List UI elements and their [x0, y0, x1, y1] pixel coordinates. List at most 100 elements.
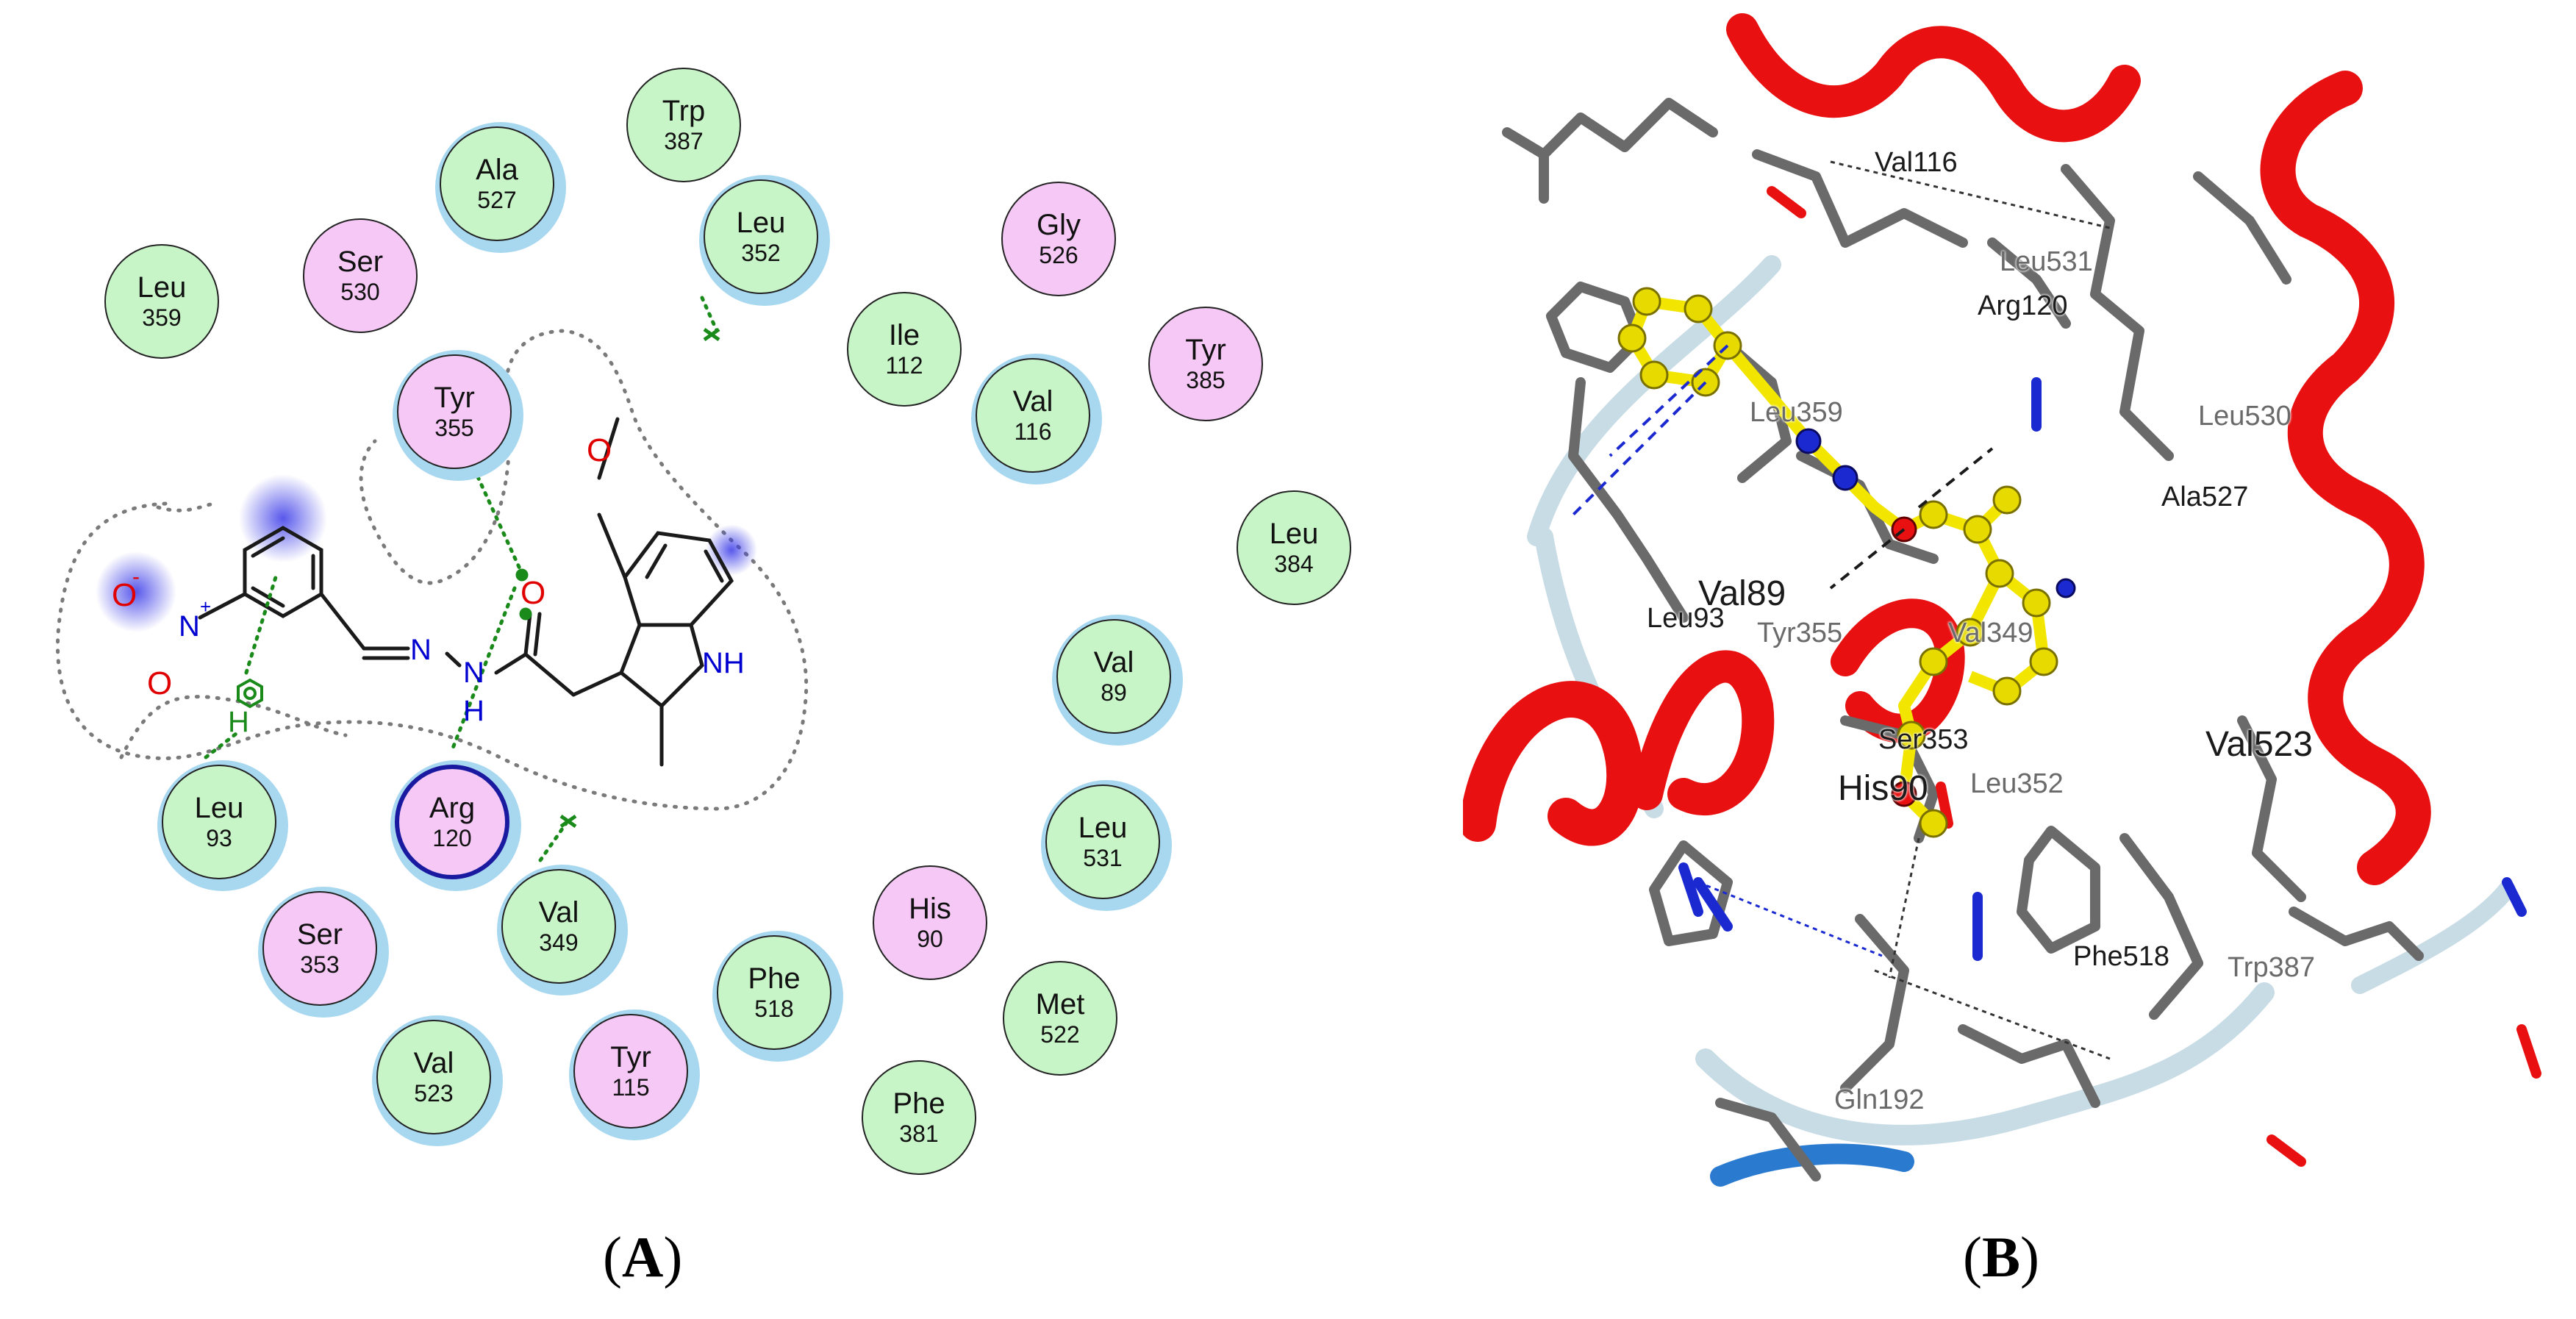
residue-name: Phe: [892, 1087, 945, 1120]
residue-name: Leu: [736, 207, 786, 239]
residue-label-gln192: Gln192: [1834, 1084, 1925, 1115]
residue-name: Arg: [429, 792, 476, 824]
residue-label-ser353: Ser353: [1878, 724, 1969, 755]
nitro-oxygen-bottom-label: O: [147, 665, 173, 701]
residue-number: 531: [1083, 845, 1123, 871]
pi-h-marker: [237, 678, 263, 709]
residue-number: 384: [1274, 551, 1314, 577]
residue-label-ala527: Ala527: [2161, 482, 2249, 512]
residue-name: Val: [413, 1047, 454, 1079]
residue-name: Ser: [296, 918, 343, 951]
residue-label-val349: Val349: [1948, 618, 2033, 648]
nitro-plus-charge: +: [200, 596, 212, 618]
residue-label-val116: Val116: [1875, 147, 1958, 178]
residue-number: 355: [434, 415, 474, 441]
hydrazide-nitrogen-label: N: [463, 657, 484, 689]
residue-name: Leu: [1078, 812, 1128, 844]
residue-number: 353: [300, 951, 340, 978]
residue-label-leu93: Leu93: [1647, 603, 1725, 634]
residue-label-leu359: Leu359: [1750, 397, 1843, 428]
docking-pose-canvas: [1459, 0, 2576, 1220]
alpha-helices: [1459, 13, 2431, 885]
residue-number: 385: [1186, 367, 1226, 393]
residue-number: 523: [414, 1080, 454, 1107]
residue-number: 90: [917, 926, 943, 952]
solvent-exposure-glow: [96, 551, 176, 632]
hydrazide-h-label: H: [463, 695, 484, 727]
leu93-hydrogen-label: H: [228, 706, 249, 738]
caption-paren-open: (: [1963, 1225, 1982, 1289]
interaction-markers: [515, 327, 720, 829]
residue-number: 527: [477, 187, 517, 213]
residue-name: Val: [1093, 646, 1134, 679]
residue-number: 526: [1039, 242, 1078, 268]
residue-name: Ala: [476, 154, 518, 186]
interaction-diagram-canvas: [56, 296, 809, 862]
methoxy-oxygen-label: O: [587, 432, 612, 468]
residue-label-leu530: Leu530: [2198, 401, 2291, 432]
residue-name: Gly: [1037, 209, 1081, 241]
residue-name: Leu: [1269, 518, 1319, 550]
hetero-atoms: [1678, 186, 2541, 1167]
residue-label-val523: Val523: [2205, 725, 2313, 764]
ligand-structure: [198, 417, 734, 767]
residue-number: 359: [142, 304, 182, 331]
residue-name: Tyr: [434, 382, 475, 414]
residue-number: 116: [1014, 418, 1052, 445]
nitro-oxygen-top-label: O: [112, 577, 137, 613]
residue-label-val89: Val89: [1698, 574, 1786, 613]
solvent-exposure-glow: [706, 524, 757, 576]
carbonyl-oxygen-label: O: [520, 575, 546, 611]
residue-label-tyr355: Tyr355: [1757, 618, 1843, 648]
pocket-contour: [56, 329, 809, 811]
residue-name: Leu: [194, 792, 244, 824]
residue-number: 381: [899, 1120, 939, 1147]
residue-name: Ile: [888, 319, 920, 351]
caption-paren-close: ): [2020, 1225, 2039, 1289]
indole-nh-label: NH: [702, 647, 745, 679]
interaction-dashes: [1572, 160, 2111, 1060]
residue-number: 387: [664, 128, 704, 154]
residue-label-arg120: Arg120: [1978, 290, 2068, 321]
caption-paren-open: (: [603, 1225, 622, 1289]
residue-name: Tyr: [610, 1041, 651, 1073]
residue-number: 522: [1040, 1021, 1080, 1048]
residue-label-trp387: Trp387: [2228, 952, 2315, 983]
residue-name: Met: [1035, 988, 1085, 1020]
caption-letter-b: B: [1981, 1225, 2021, 1289]
residue-number: 352: [741, 240, 781, 266]
residue-name: Tyr: [1185, 334, 1226, 366]
residue-number: 89: [1101, 679, 1127, 706]
residue-label-phe518: Phe518: [2073, 941, 2170, 972]
residue-name: Trp: [662, 95, 706, 127]
panel-a-caption: (A): [603, 1224, 682, 1290]
residue-name: His: [909, 893, 951, 925]
residue-name: Phe: [748, 962, 801, 995]
residue-number: 93: [206, 825, 232, 851]
residue-label-leu531: Leu531: [2000, 246, 2093, 277]
caption-letter-a: A: [621, 1225, 664, 1289]
nitro-nitrogen-label: N: [179, 610, 200, 643]
